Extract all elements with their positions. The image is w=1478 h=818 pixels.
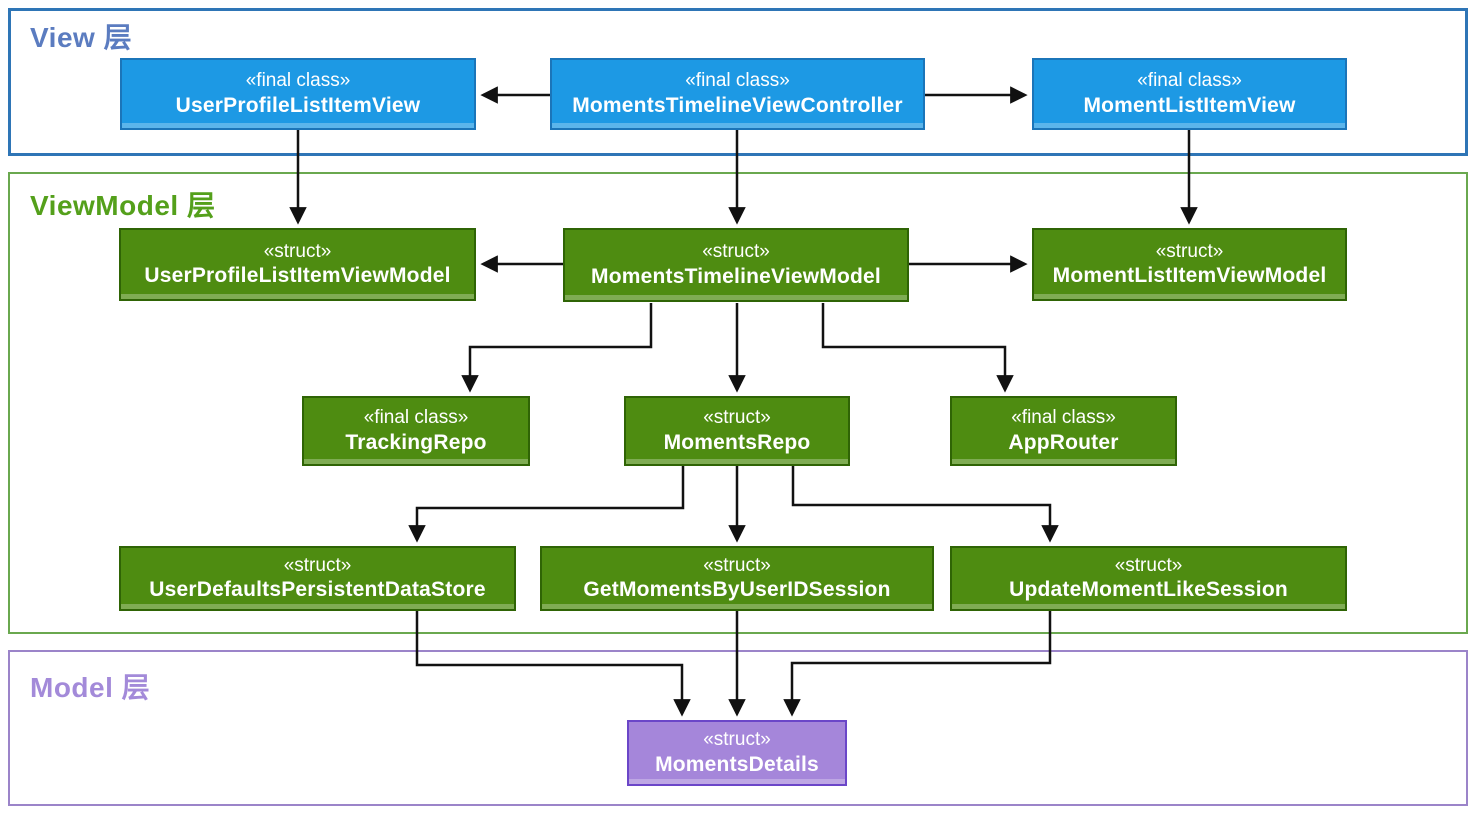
node-approuter: «final class» AppRouter [950, 396, 1177, 466]
node-userdefaultspersistentdatastore: «struct» UserDefaultsPersistentDataStore [119, 546, 516, 611]
node-momentstimelineviewmodel: «struct» MomentsTimelineViewModel [563, 228, 909, 302]
node-name: AppRouter [1008, 430, 1119, 454]
node-updatemomentlikesession: «struct» UpdateMomentLikeSession [950, 546, 1347, 611]
node-name: GetMomentsByUserIDSession [583, 578, 891, 602]
node-stereotype: «final class» [363, 407, 469, 428]
node-momentstimelineviewcontroller: «final class» MomentsTimelineViewControl… [550, 58, 925, 130]
node-trackingrepo: «final class» TrackingRepo [302, 396, 530, 466]
node-userprofilelistitemviewmodel: «struct» UserProfileListItemViewModel [119, 228, 476, 301]
viewmodel-layer-label: ViewModel 层 [30, 190, 216, 221]
view-layer-label: View 层 [30, 22, 133, 53]
node-momentsdetails: «struct» MomentsDetails [627, 720, 847, 786]
node-stereotype: «final class» [685, 70, 790, 91]
node-stereotype: «final class» [245, 70, 351, 91]
node-stereotype: «struct» [702, 241, 770, 262]
node-getmomentsbyuseridsession: «struct» GetMomentsByUserIDSession [540, 546, 934, 611]
node-momentlistitemview: «final class» MomentListItemView [1032, 58, 1347, 130]
node-userprofilelistitemview: «final class» UserProfileListItemView [120, 58, 476, 130]
node-name: MomentsDetails [655, 752, 819, 776]
node-stereotype: «struct» [263, 240, 332, 262]
node-stereotype: «struct» [703, 729, 771, 750]
node-name: MomentListItemView [1083, 93, 1296, 117]
node-stereotype: «struct» [703, 554, 771, 576]
node-name: MomentsRepo [663, 430, 811, 454]
node-name: UserProfileListItemViewModel [144, 264, 451, 288]
node-stereotype: «struct» [1114, 554, 1183, 576]
node-momentlistitemviewmodel: «struct» MomentListItemViewModel [1032, 228, 1347, 301]
node-stereotype: «final class» [1011, 407, 1116, 428]
model-layer-label: Model 层 [30, 672, 151, 703]
node-name: MomentsTimelineViewModel [591, 264, 881, 288]
node-stereotype: «struct» [703, 407, 771, 428]
node-stereotype: «struct» [1155, 240, 1224, 262]
node-stereotype: «struct» [283, 554, 352, 576]
node-momentsrepo: «struct» MomentsRepo [624, 396, 850, 466]
node-name: MomentsTimelineViewController [572, 93, 903, 117]
node-name: MomentListItemViewModel [1052, 264, 1327, 288]
node-name: TrackingRepo [345, 430, 487, 454]
node-name: UserProfileListItemView [175, 93, 421, 117]
node-name: UpdateMomentLikeSession [1009, 578, 1288, 602]
node-name: UserDefaultsPersistentDataStore [149, 578, 486, 602]
node-stereotype: «final class» [1137, 70, 1242, 91]
